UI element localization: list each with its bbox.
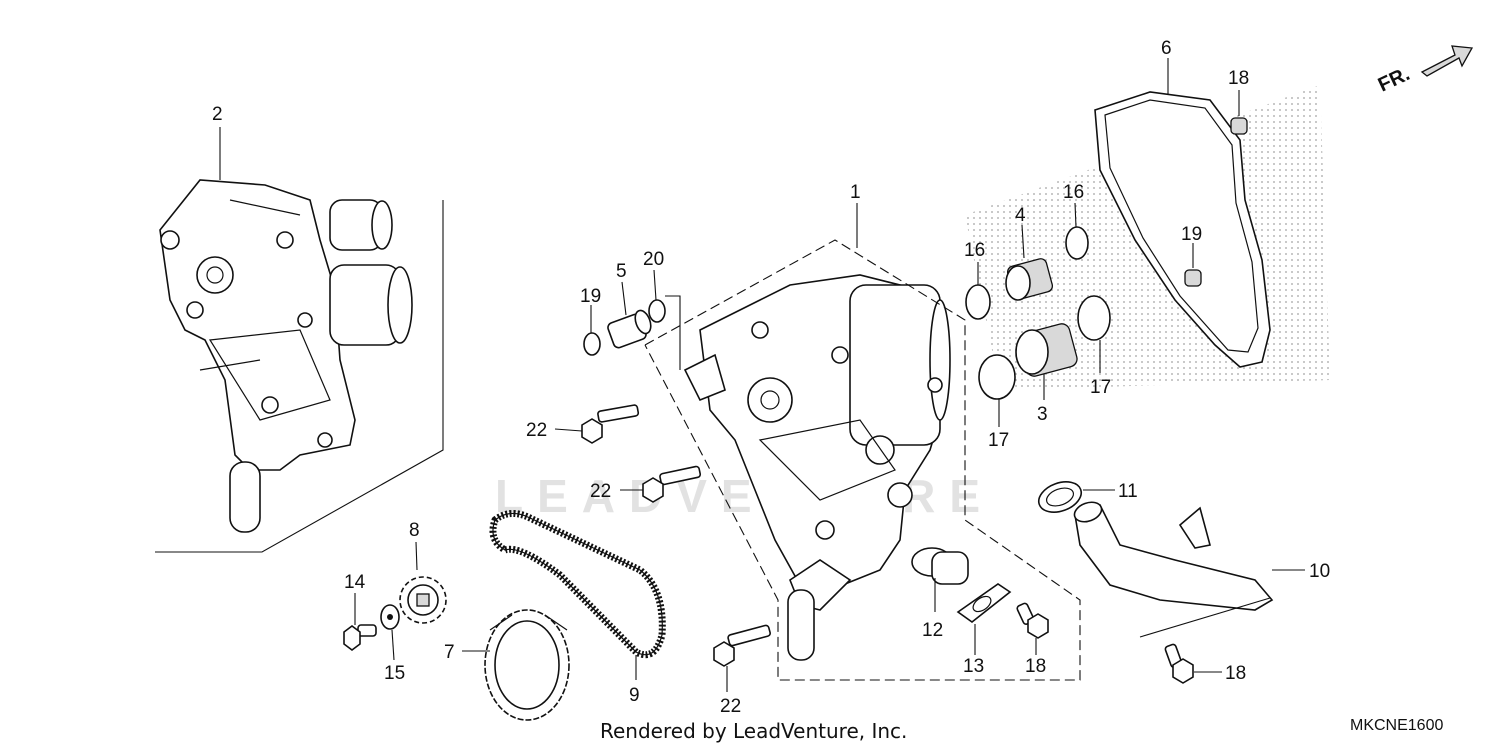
callout-4: 4 — [1015, 205, 1026, 226]
o-ring-17-left — [978, 354, 1016, 400]
front-arrow-icon — [1420, 45, 1474, 77]
o-ring-17-right — [1077, 295, 1111, 341]
bolt-22-middle — [642, 465, 702, 503]
collar-5 — [607, 309, 652, 349]
callout-3: 3 — [1037, 404, 1048, 425]
pump-body-dashed-frame — [644, 239, 1081, 681]
callout-14: 14 — [344, 572, 366, 593]
leader-18b — [653, 269, 657, 301]
assembly-frame — [155, 200, 444, 553]
callout-18a: 19 — [580, 286, 601, 307]
gasket-6 — [1094, 91, 1271, 368]
callout-17a: 17 — [988, 430, 1009, 451]
sprocket-7 — [484, 609, 570, 721]
callout-10: 10 — [1309, 561, 1330, 582]
footer-credit: Rendered by LeadVenture, Inc. — [600, 719, 907, 743]
callout-11: 11 — [1118, 481, 1138, 502]
bracket-18 — [665, 295, 681, 370]
callout-9: 9 — [629, 685, 640, 706]
bolt-22-upper — [581, 404, 640, 444]
callout-13: 13 — [963, 656, 984, 677]
callout-7: 7 — [444, 642, 455, 663]
gasket-13 — [956, 583, 1012, 624]
seal-4 — [1005, 258, 1054, 301]
dowel-pin-19-upper — [1230, 117, 1248, 135]
leader-16b — [1074, 202, 1077, 228]
callout-22c: 22 — [720, 696, 741, 717]
water-pump-assembly — [159, 179, 413, 533]
callout-22b: 22 — [590, 481, 611, 502]
callout-2: 2 — [212, 104, 223, 125]
bolt-22-lower — [713, 624, 771, 667]
o-ring-18-left — [583, 332, 601, 356]
o-ring-18-right — [648, 299, 666, 323]
callout-19b: 19 — [1181, 224, 1202, 245]
sprocket-8 — [399, 576, 447, 624]
o-ring-16-right — [1065, 226, 1089, 260]
callout-22a: 22 — [526, 420, 547, 441]
bolt-14 — [343, 624, 377, 651]
gasket-6-inner — [1104, 99, 1259, 353]
bolt-20 — [1164, 643, 1194, 684]
dowel-pin-19-lower — [1184, 269, 1202, 287]
front-direction-indicator: FR. — [1375, 45, 1474, 97]
callout-1: 1 — [850, 182, 861, 203]
callout-19a: 18 — [1228, 68, 1249, 89]
leader-22a — [554, 428, 583, 432]
callout-16a: 16 — [964, 240, 985, 261]
callout-8: 8 — [409, 520, 420, 541]
callout-12: 12 — [922, 620, 943, 641]
diagram-code: MKCNE1600 — [1350, 717, 1443, 734]
callout-20: 18 — [1225, 663, 1246, 684]
leader-15 — [391, 629, 395, 661]
callout-15: 15 — [384, 663, 405, 684]
pipe-frame-line — [1139, 597, 1271, 638]
pump-body — [683, 274, 951, 661]
callout-18b: 20 — [643, 249, 664, 270]
leader-5 — [621, 281, 627, 316]
callout-5: 5 — [616, 261, 627, 282]
leader-8 — [415, 541, 418, 571]
callout-16b: 16 — [1063, 182, 1084, 203]
callout-6: 6 — [1161, 38, 1172, 59]
pipe-12 — [911, 547, 969, 585]
seal-3 — [1015, 323, 1078, 377]
water-pipe-10 — [1074, 503, 1274, 611]
callout-17b: 17 — [1090, 377, 1111, 398]
o-ring-16-left — [965, 284, 991, 320]
leader-4 — [1021, 224, 1025, 259]
bolt-21 — [1016, 602, 1049, 639]
chain-9 — [489, 510, 666, 659]
watermark: LEADVENTURE — [495, 470, 994, 522]
callout-21: 18 — [1025, 656, 1046, 677]
svg-text:FR.: FR. — [1375, 63, 1413, 97]
